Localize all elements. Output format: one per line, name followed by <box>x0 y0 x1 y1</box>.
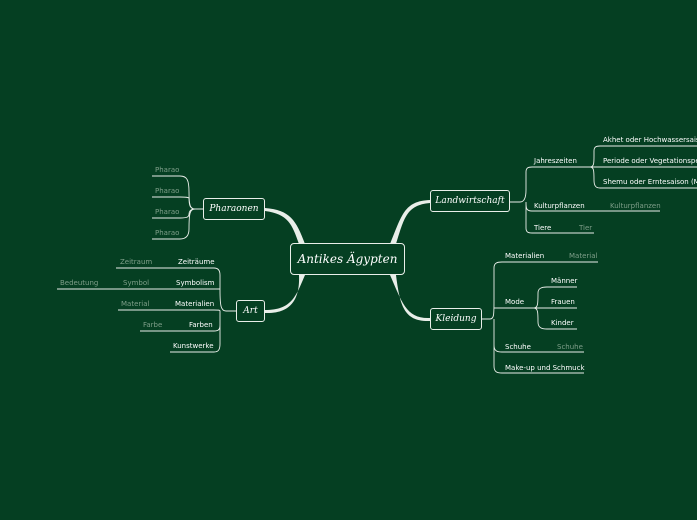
note-tier[interactable]: Tier <box>579 224 593 232</box>
node-makeup[interactable]: Make-up und Schmuck <box>505 364 585 372</box>
node-frauen[interactable]: Frauen <box>551 298 575 306</box>
node-akhet[interactable]: Akhet oder Hochwassersaison <box>603 136 697 144</box>
topic-art[interactable]: Art <box>236 300 265 322</box>
node-pharao-1[interactable]: Pharao <box>155 166 180 174</box>
topic-pharaonen[interactable]: Pharaonen <box>203 198 265 220</box>
node-tiere[interactable]: Tiere <box>534 224 552 232</box>
connector-landwirtschaft-children <box>510 166 533 234</box>
node-pharao-3[interactable]: Pharao <box>155 208 180 216</box>
node-kunstwerke[interactable]: Kunstwerke <box>173 342 214 350</box>
node-symbolism[interactable]: Symbolism <box>176 279 215 287</box>
connector-art-children <box>213 267 236 353</box>
connector-center-art <box>265 275 305 314</box>
node-jahreszeiten[interactable]: Jahreszeiten <box>534 157 577 165</box>
topic-landwirtschaft[interactable]: Landwirtschaft <box>430 190 510 212</box>
connector-mode-items <box>525 286 548 330</box>
note-bedeutung[interactable]: Bedeutung <box>60 279 99 287</box>
note-a-material[interactable]: Material <box>121 300 150 308</box>
node-periode[interactable]: Periode oder Vegetationsperi <box>603 157 697 165</box>
connector-pharaonen-items <box>179 175 203 240</box>
center-topic[interactable]: Antikes Ägypten <box>290 243 405 275</box>
node-shemu[interactable]: Shemu oder Erntesaison (Mä <box>603 178 697 186</box>
node-mode[interactable]: Mode <box>505 298 525 306</box>
node-a-materialien[interactable]: Materialien <box>175 300 215 308</box>
node-pharao-2[interactable]: Pharao <box>155 187 180 195</box>
topic-kleidung[interactable]: Kleidung <box>430 308 482 330</box>
connector-center-pharaonen <box>265 208 305 244</box>
node-pharao-4[interactable]: Pharao <box>155 229 180 237</box>
note-symbol[interactable]: Symbol <box>123 279 150 287</box>
connector-center-landwirtschaft <box>390 200 430 244</box>
connector-kleidung-children <box>482 261 503 374</box>
node-schuhe[interactable]: Schuhe <box>505 343 531 351</box>
connector-jahreszeiten-items <box>578 145 601 189</box>
node-kulturpflanzen[interactable]: Kulturpflanzen <box>534 202 585 210</box>
node-farben[interactable]: Farben <box>189 321 213 329</box>
note-zeitraum[interactable]: Zeitraum <box>120 258 153 266</box>
note-farbe[interactable]: Farbe <box>143 321 163 329</box>
node-k-materialien[interactable]: Materialien <box>505 252 545 260</box>
note-schuhe[interactable]: Schuhe <box>557 343 583 351</box>
node-zeitraeume[interactable]: Zeiträume <box>178 258 215 266</box>
note-kulturpflanzen[interactable]: Kulturpflanzen <box>610 202 661 210</box>
connector-center-kleidung <box>390 275 430 322</box>
node-maenner[interactable]: Männer <box>551 277 578 285</box>
note-k-material[interactable]: Material <box>569 252 598 260</box>
node-kinder[interactable]: Kinder <box>551 319 574 327</box>
